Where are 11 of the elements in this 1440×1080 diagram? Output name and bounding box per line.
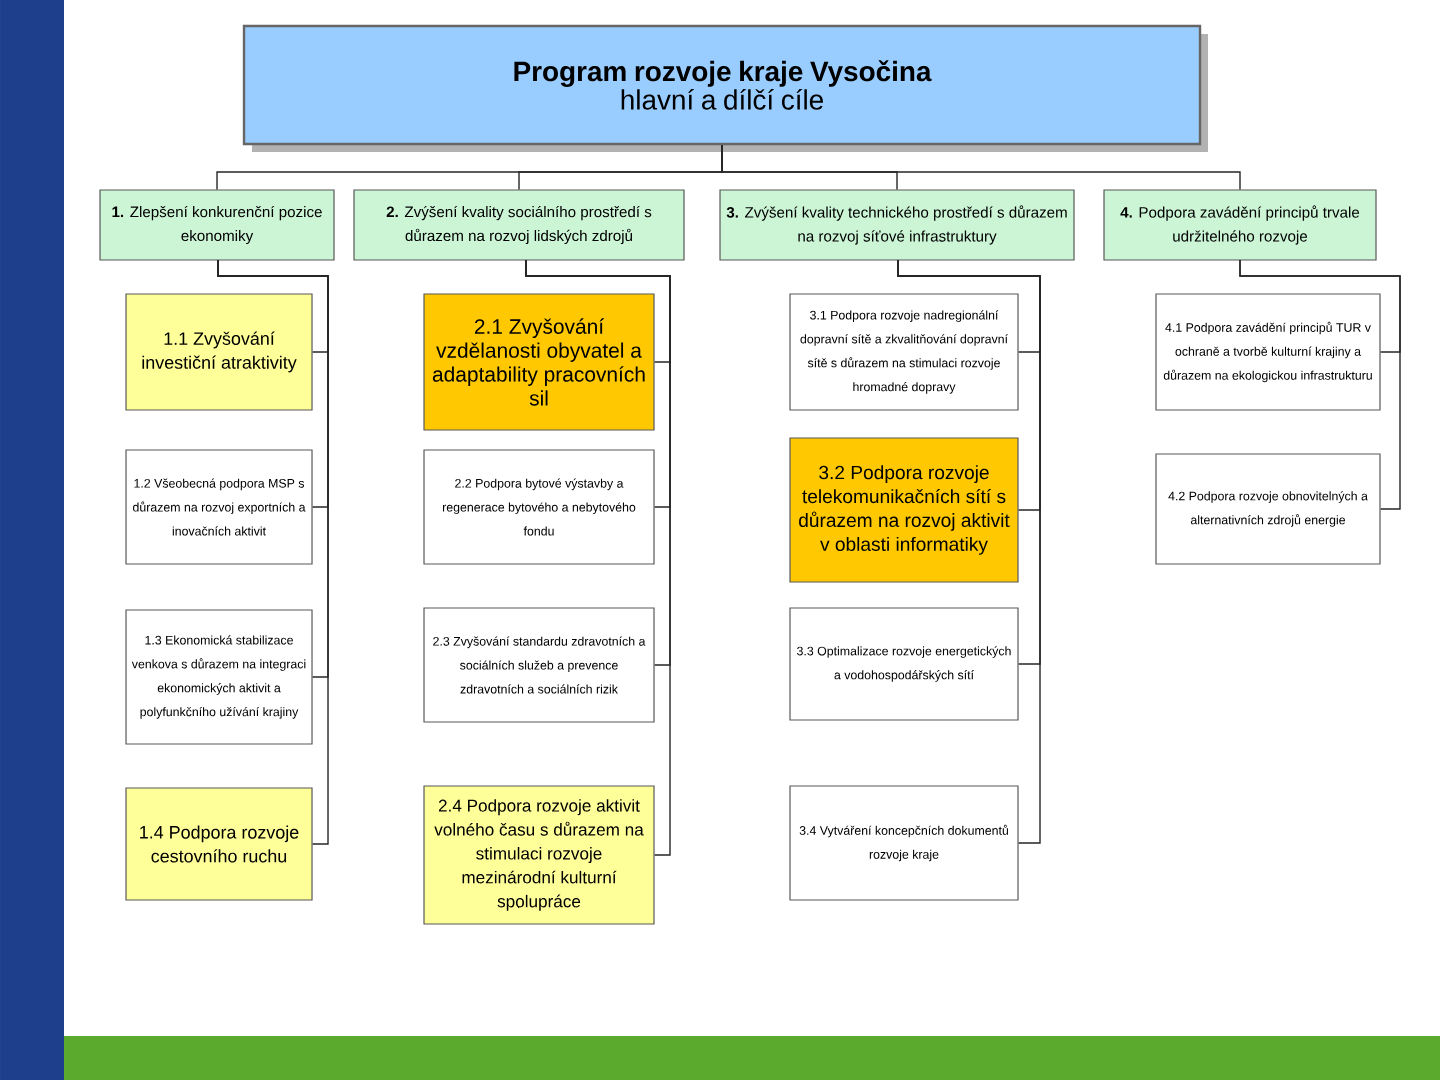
connector-line — [525, 259, 671, 856]
connector-line — [897, 259, 1041, 844]
subgoal-box: 1.1 Zvyšování investiční atraktivity — [125, 293, 313, 411]
connector-line — [217, 259, 329, 845]
subgoal-box: 1.4 Podpora rozvoje cestovního ruchu — [125, 787, 313, 901]
title-box: Program rozvoje kraje Vysočina hlavní a dílčí cíle — [242, 24, 1208, 152]
connector-line — [721, 144, 1241, 191]
connector-line — [1239, 259, 1401, 510]
subgoal-box: 2.4 Podpora rozvoje aktivit volného času s důrazem na stimulaci rozvoje mezinárodní kulturní spolupráce — [423, 785, 655, 925]
subgoal-box: 2.1 Zvyšování vzdělanosti obyvatel a adaptability pracovních sil — [423, 293, 655, 431]
subgoal-box: 3.2 Podpora rozvoje telekomunikačních sítí s důrazem na rozvoj aktivit v oblasti informatiky — [789, 437, 1019, 583]
